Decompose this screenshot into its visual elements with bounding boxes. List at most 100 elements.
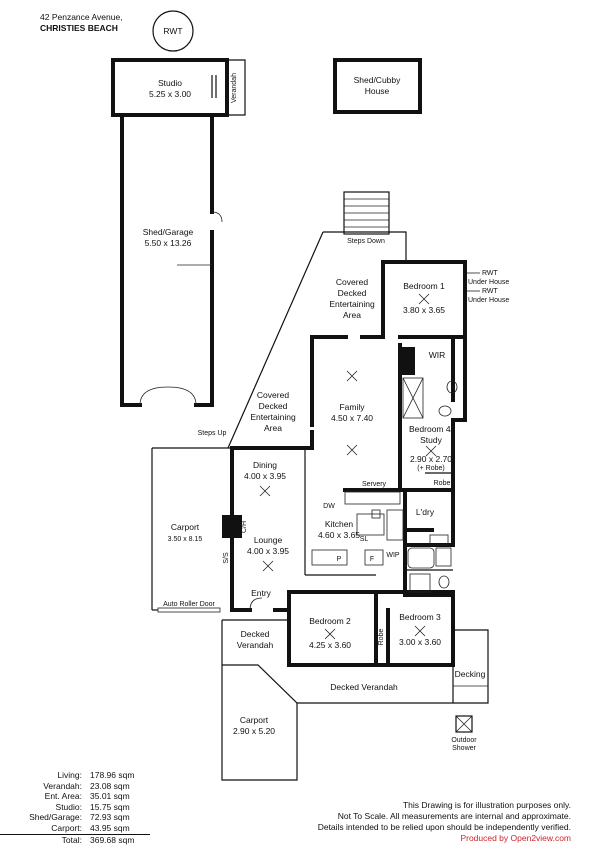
carport-side — [151, 447, 232, 613]
studio-name: Studio — [158, 78, 182, 88]
area-row: Verandah:23.08 sqm — [43, 780, 130, 791]
chimney-heater — [222, 515, 242, 538]
covered-deck-outline — [323, 231, 407, 262]
bottom-decking — [221, 629, 489, 781]
bedroom4-note: (+ Robe) — [417, 465, 444, 472]
svg-text:RWT: RWT — [482, 288, 499, 295]
studio-dims: 5.25 x 3.00 — [149, 89, 191, 99]
bedroom4-line1: Bedroom 4/ — [409, 424, 454, 434]
area-row: Ent. Area:35.01 sqm — [44, 791, 130, 802]
bedroom2-robe: Robe — [378, 629, 385, 646]
carport-side-dims: 3.50 x 8.15 — [168, 536, 203, 543]
steps-up-label: Steps Up — [198, 430, 227, 437]
rwt-under-house-1: RWT Under House — [467, 270, 509, 286]
dw-label: DW — [323, 503, 335, 510]
area-row: Studio:15.75 sqm — [55, 801, 130, 812]
disclaimer-line1: This Drawing is for illustration purpose… — [402, 800, 571, 810]
bedroom3-name: Bedroom 3 — [399, 612, 441, 622]
disclaimer: This Drawing is for illustration purpose… — [241, 800, 571, 844]
area-row: Living:178.96 sqm — [57, 770, 135, 780]
covered-deck-top-l3: Entertaining — [329, 299, 375, 309]
carport-side-name: Carport — [171, 522, 200, 532]
svg-text:Under House: Under House — [468, 279, 509, 286]
family-light-2 — [346, 444, 358, 456]
area-row: Carport:43.95 sqm — [51, 822, 130, 833]
kitchen-name: Kitchen — [325, 519, 354, 529]
laundry-tub — [429, 534, 449, 546]
sl-label: SL — [360, 536, 369, 543]
lounge-dims: 4.00 x 3.95 — [247, 546, 289, 556]
bedroom3-light — [414, 625, 426, 637]
lounge-name: Lounge — [254, 535, 283, 545]
ss-label: S/S — [223, 552, 230, 564]
svg-text:RWT: RWT — [482, 270, 499, 277]
address-suburb: CHRISTIES BEACH — [40, 23, 118, 33]
disclaimer-line2: Not To Scale. All measurements are inter… — [337, 811, 571, 821]
family-light-1 — [346, 370, 358, 382]
area-total-row: Total:369.68 sqm — [0, 833, 150, 846]
bedroom1-ceiling-light — [418, 293, 430, 305]
outdoor-shower — [455, 715, 473, 733]
bedroom4-light — [425, 445, 437, 457]
covered-deck-top-l2: Decked — [338, 288, 367, 298]
carport-front-name: Carport — [240, 715, 269, 725]
verandah-vertical-label: Verandah — [231, 73, 238, 103]
shed-cubby-line2: House — [365, 86, 390, 96]
pantry-label: P — [337, 556, 342, 563]
outdoor-shower-l1: Outdoor — [451, 737, 477, 744]
covered-deck-left-l1: Covered — [257, 390, 289, 400]
covered-deck-top-l4: Area — [343, 310, 361, 320]
lounge-light — [262, 560, 274, 572]
shed-cubby-line1: Shed/Cubby — [354, 75, 402, 85]
bedroom2-light — [324, 628, 336, 640]
studio-room: Studio 5.25 x 3.00 Verandah — [111, 58, 246, 117]
area-row: Shed/Garage:72.93 sqm — [29, 812, 130, 823]
servery-label: Servery — [362, 481, 387, 488]
bedroom1-name: Bedroom 1 — [403, 281, 445, 291]
auto-roller-door-label: Auto Roller Door — [163, 601, 215, 608]
rwt-label: RWT — [163, 26, 182, 36]
bedroom1-dims: 3.80 x 3.65 — [403, 305, 445, 315]
shed-garage-dims: 5.50 x 13.26 — [145, 238, 192, 248]
wir-label: WIR — [429, 350, 446, 360]
disclaimer-line3: Details intended to be relied upon shoul… — [317, 822, 571, 832]
covered-deck-left-l4: Area — [264, 423, 282, 433]
fridge-label: F — [370, 556, 374, 563]
dining-light — [259, 485, 271, 497]
entry-label: Entry — [251, 588, 272, 598]
bedroom4-line2: Study — [420, 435, 442, 445]
steps-down-label: Steps Down — [347, 238, 385, 245]
bedroom3-dims: 3.00 x 3.60 — [399, 637, 441, 647]
family-dims: 4.50 x 7.40 — [331, 413, 373, 423]
covered-deck-top-l1: Covered — [336, 277, 368, 287]
rwt-tank — [152, 10, 194, 52]
wir-shelf — [402, 347, 415, 375]
decked-verandah-left-l1: Decked — [241, 629, 270, 639]
rwt-under-house-2: RWT Under House — [467, 288, 509, 304]
shed-cubby-house: Shed/Cubby House — [333, 58, 422, 114]
house-walls — [230, 260, 467, 667]
kitchen-dims: 4.60 x 3.65 — [318, 530, 360, 540]
bedroom4-dims: 2.90 x 2.70 — [410, 454, 452, 464]
bedroom2-dims: 4.25 x 3.60 — [309, 640, 351, 650]
svg-text:Under House: Under House — [468, 297, 509, 304]
ensuite-fixtures — [402, 377, 458, 419]
bathroom-fixtures — [407, 547, 452, 593]
address-street: 42 Penzance Avenue, — [40, 12, 123, 22]
decked-verandah-left-l2: Verandah — [237, 640, 274, 650]
laundry-label: L'dry — [416, 507, 435, 517]
ch-label: C/H — [241, 521, 248, 533]
shed-garage: Shed/Garage 5.50 x 13.26 — [120, 113, 223, 407]
area-summary: Living:178.96 sqm Verandah:23.08 sqm Ent… — [0, 770, 150, 845]
dining-dims: 4.00 x 3.95 — [244, 471, 286, 481]
dining-name: Dining — [253, 460, 277, 470]
outdoor-shower-l2: Shower — [452, 745, 476, 752]
decked-verandah-bottom-label: Decked Verandah — [330, 682, 398, 692]
wip-label: WIP — [386, 552, 400, 559]
carport-front-dims: 2.90 x 5.20 — [233, 726, 275, 736]
stairs-top: Steps Down — [343, 191, 390, 245]
covered-deck-left-l2: Decked — [259, 401, 288, 411]
producer-credit: Produced by Open2view.com — [460, 833, 571, 843]
kitchen-benches — [311, 491, 404, 566]
